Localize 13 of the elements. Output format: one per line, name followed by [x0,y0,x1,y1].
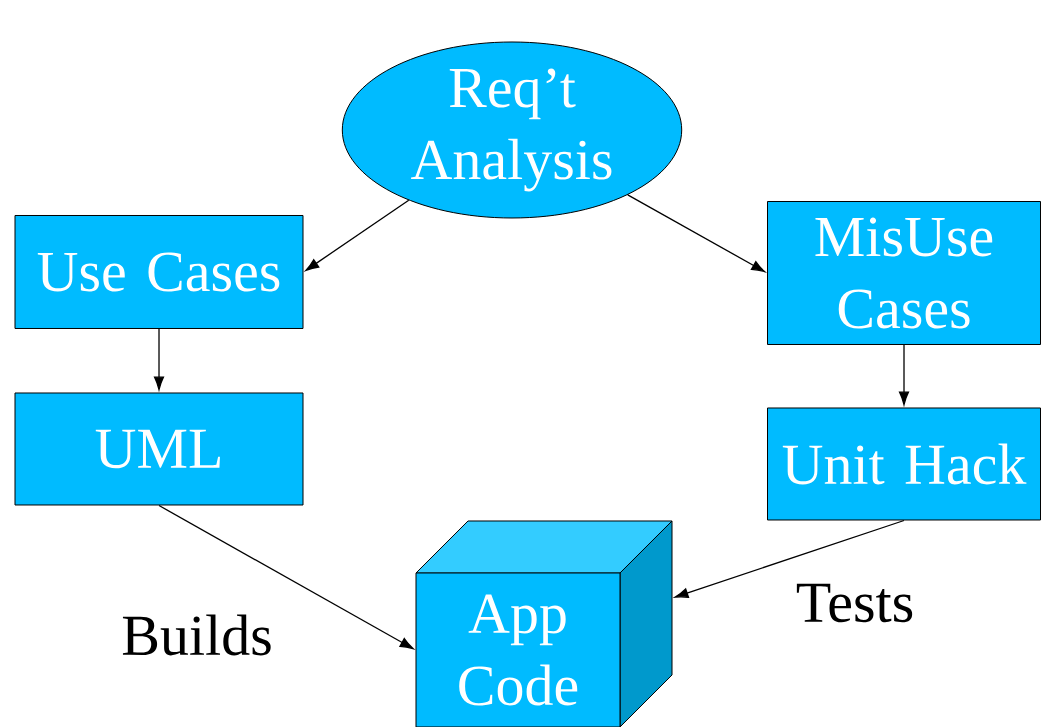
cube: App Code [415,520,673,727]
arrow [627,194,766,273]
arrow [898,344,910,406]
arrow [158,504,414,650]
process-box: Use Cases [14,215,304,329]
process-box: MisUse Cases [767,201,1041,345]
arrow [305,199,410,271]
process-box: UML [14,392,304,506]
process-box: Unit Hack [767,407,1041,521]
edge-label: Tests [796,583,913,623]
arrow [153,328,165,391]
edge-label: Builds [122,614,271,656]
arrow [674,519,905,598]
